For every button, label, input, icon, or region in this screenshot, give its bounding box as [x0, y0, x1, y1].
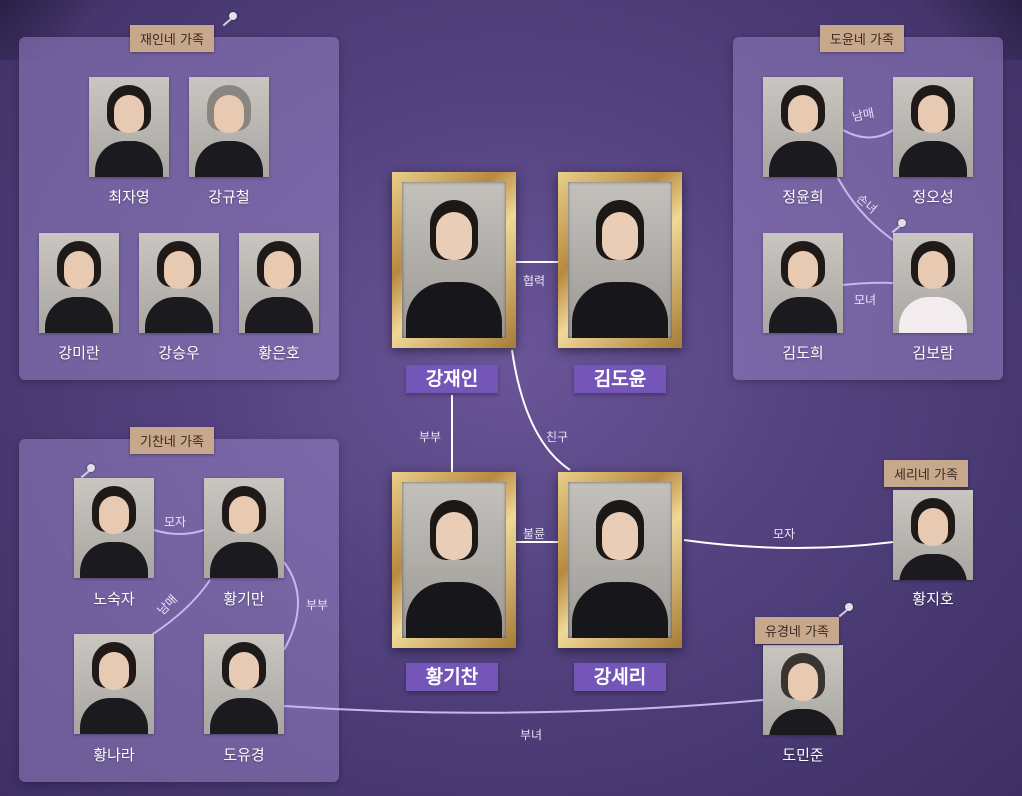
frame-kim-doyun[interactable]: [558, 172, 682, 348]
line-moja-seri: [683, 539, 894, 550]
photo-do-minjun[interactable]: [763, 645, 843, 735]
frame-hwang-gichan[interactable]: [392, 472, 516, 648]
photo-kang-miran[interactable]: [39, 233, 119, 333]
line-sonnyeo: [837, 177, 894, 241]
name-jung-yunhee: 정윤희: [782, 188, 824, 206]
rel-monyeo: 모녀: [854, 293, 877, 307]
plate-hwang-gichan: 황기찬: [406, 663, 498, 691]
name-jung-oseong: 정오성: [912, 188, 954, 206]
frame-kang-seri[interactable]: [558, 472, 682, 648]
pin-icon: [898, 219, 906, 227]
name-kang-miran: 강미란: [58, 344, 100, 362]
line-nammae-gichan: [149, 579, 211, 637]
line-bunyeo: [283, 699, 764, 714]
seri-family-tag: 세리네 가족: [884, 460, 968, 487]
photo-jung-oseong[interactable]: [893, 77, 973, 177]
name-hwang-eunho: 황은호: [258, 344, 300, 362]
jaein-family-tag: 재인네 가족: [130, 25, 214, 52]
line-nammae-doyun: [842, 129, 894, 139]
name-do-minjun: 도민준: [782, 746, 824, 764]
rel-moja-gichan: 모자: [164, 515, 187, 529]
gichan-family-tag: 기찬네 가족: [130, 427, 214, 454]
plate-kang-seri: 강세리: [574, 663, 666, 691]
line-chingu: [511, 349, 571, 471]
line-monyeo: [842, 281, 894, 286]
photo-kim-dohee[interactable]: [763, 233, 843, 333]
name-hwang-nara: 황나라: [93, 746, 135, 764]
rel-bullyun: 불륜: [523, 527, 546, 541]
photo-hwang-nara[interactable]: [74, 634, 154, 734]
photo-hwang-eunho[interactable]: [239, 233, 319, 333]
photo-hwang-jiho[interactable]: [893, 490, 973, 580]
rel-chingu: 친구: [546, 430, 569, 444]
plate-kang-jaein: 강재인: [406, 365, 498, 393]
name-kim-dohee: 김도희: [782, 344, 824, 362]
name-kim-boram: 김보람: [912, 344, 954, 362]
rel-bubu-gichan: 부부: [306, 598, 329, 612]
photo-kim-boram[interactable]: [893, 233, 973, 333]
pin-icon: [845, 603, 853, 611]
line-bubu-gichan: [283, 561, 299, 651]
line-moja-gichan: [153, 529, 205, 535]
name-kang-gyucheol: 강규철: [208, 188, 250, 206]
doyun-family-tag: 도윤네 가족: [820, 25, 904, 52]
photo-jung-yunhee[interactable]: [763, 77, 843, 177]
name-hwang-jiho: 황지호: [912, 590, 954, 608]
photo-kang-seungwoo[interactable]: [139, 233, 219, 333]
name-no-sukja: 노숙자: [93, 590, 135, 608]
photo-kang-gyucheol[interactable]: [189, 77, 269, 177]
pin-icon: [87, 464, 95, 472]
photo-choi-jayeong[interactable]: [89, 77, 169, 177]
plate-kim-doyun: 김도윤: [574, 365, 666, 393]
yugyeong-family-tag: 유경네 가족: [755, 617, 839, 644]
rel-hyeomnyeok: 협력: [523, 274, 546, 288]
name-do-yugyeong: 도유경: [223, 746, 265, 764]
frame-kang-jaein[interactable]: [392, 172, 516, 348]
name-choi-jayeong: 최자영: [108, 188, 150, 206]
photo-hwang-giman[interactable]: [204, 478, 284, 578]
gichan-family-panel: [19, 439, 339, 782]
photo-no-sukja[interactable]: [74, 478, 154, 578]
rel-bunyeo: 부녀: [520, 728, 543, 742]
name-hwang-giman: 황기만: [223, 590, 265, 608]
rel-bubu-main: 부부: [419, 430, 442, 444]
photo-do-yugyeong[interactable]: [204, 634, 284, 734]
rel-moja-seri: 모자: [773, 527, 796, 541]
pin-icon: [229, 12, 237, 20]
name-kang-seungwoo: 강승우: [158, 344, 200, 362]
